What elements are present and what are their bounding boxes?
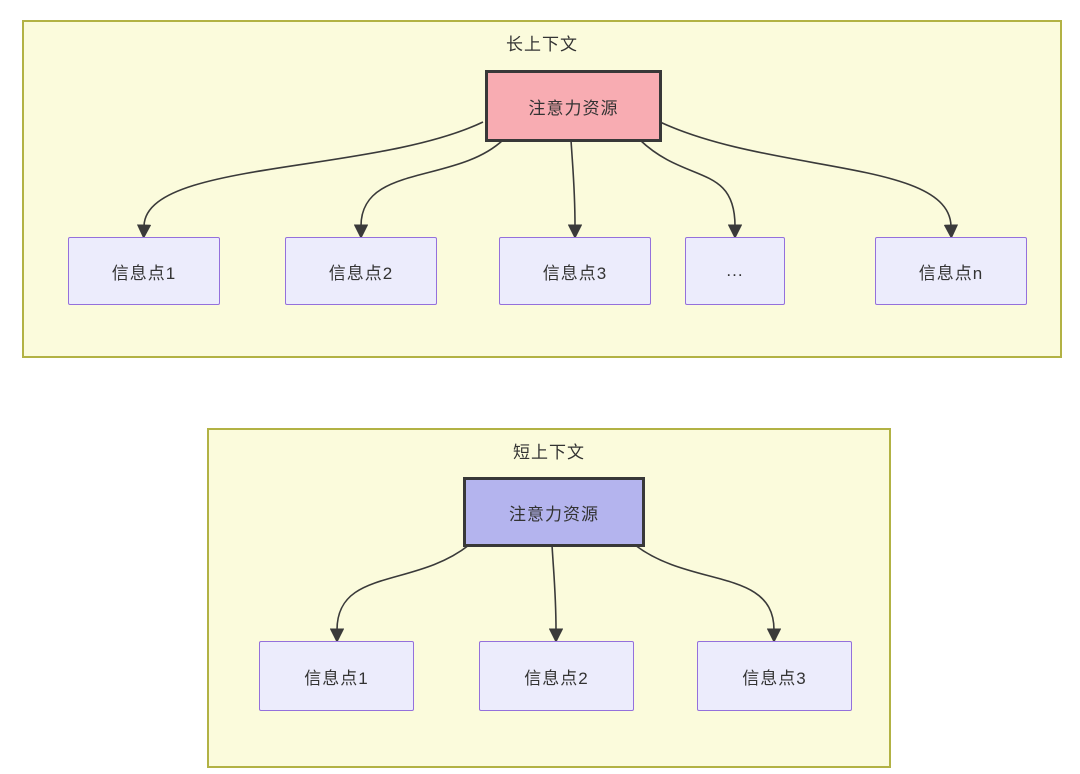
info-node: 信息点3 [499, 237, 651, 305]
info-node: 信息点1 [68, 237, 220, 305]
info-node: 信息点3 [697, 641, 852, 711]
info-node: 信息点1 [259, 641, 414, 711]
info-node: 信息点2 [285, 237, 437, 305]
panel-long-context: 长上下文 注意力资源 信息点1 信息点2 信息点3 ... 信息点n [22, 20, 1062, 358]
panel-short-context: 短上下文 注意力资源 信息点1 信息点2 信息点3 [207, 428, 891, 768]
info-node: 信息点2 [479, 641, 634, 711]
panel-short-title: 短上下文 [513, 443, 585, 462]
attention-node-short: 注意力资源 [463, 477, 645, 547]
panel-long-title: 长上下文 [506, 35, 578, 54]
info-node-ellipsis: ... [685, 237, 785, 305]
attention-node-long: 注意力资源 [485, 70, 662, 142]
info-node: 信息点n [875, 237, 1027, 305]
